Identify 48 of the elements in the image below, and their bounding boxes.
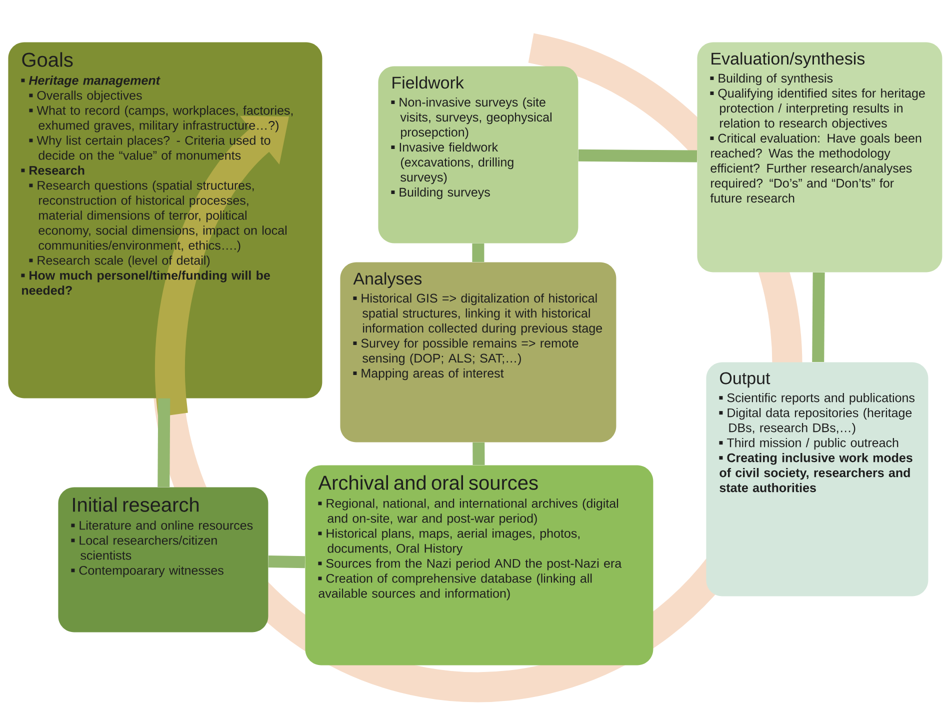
stage-box — [378, 66, 578, 244]
stage-box — [340, 262, 616, 442]
bullet-item: What to record (camps, workplaces, factories, exhumed graves, military infrastructure…?) — [29, 106, 293, 132]
connector-bar — [578, 149, 698, 162]
bullet-item: Research questions (spatial structures, reconstruction of historical processes, material dimensions of terror, political economy, social dimensions, impact on local communities/environment, ethics….) — [29, 180, 286, 252]
bullet-item: Research — [21, 166, 84, 175]
bullet-item: Creating inclusive work modes of civil society, researchers and state authorities — [719, 453, 912, 492]
box-heading: Output — [720, 372, 770, 388]
connector-bar — [812, 272, 825, 362]
bullet-item: Survey for possible remains => remote sensing (DOP; ALS; SAT;…) — [353, 338, 578, 366]
bullet-item: Contempoarary witnesses — [71, 566, 224, 578]
stage-box — [706, 362, 928, 596]
box-heading: Fieldwork — [392, 76, 464, 89]
stage-box — [305, 465, 654, 666]
bullet-item: Digital data repositories (heritage DBs, research DBs,…) — [719, 408, 912, 435]
box-heading: Goals — [22, 52, 73, 67]
box-heading: Initial research — [73, 497, 199, 512]
bullet-item: Why list certain places? - Criteria used to decide on the “value” of monuments — [29, 136, 270, 160]
connector-bar — [472, 442, 485, 466]
bullet-item: Building surveys — [391, 187, 490, 200]
box-heading: Archival and oral sources — [318, 475, 538, 490]
box-heading: Analyses — [353, 272, 422, 288]
bullet-item: How much personel/time/funding will be needed? — [21, 270, 270, 295]
stage-box — [8, 42, 322, 416]
bullet-item: Third mission / public outreach — [719, 438, 898, 450]
box-heading: Evaluation/synthesis — [712, 52, 865, 68]
bullet-item: Heritage management — [21, 76, 160, 88]
stage-box — [697, 42, 942, 272]
bullet-item: Qualifying identified sites for heritage protection / interpreting results in relation to research objectives — [710, 88, 925, 130]
bullet-item: Sources from the Nazi period AND the post-Nazi era — [318, 558, 622, 570]
bullet-item: Research scale (level of detail) — [29, 256, 210, 268]
bullet-item: Scientific reports and publications — [719, 393, 914, 405]
bullet-item: Historical plans, maps, aerial images, photos, documents, Oral History — [318, 528, 580, 556]
bullet-item: Invasive fieldwork (excavations, drilling surveys) — [391, 142, 514, 184]
bullet-item: Creation of comprehensive database (linking all available sources and information) — [318, 574, 592, 600]
bullet-item: Non-invasive surveys (site visits, surveys, geophysical prosepction) — [391, 97, 552, 140]
bullet-item: Building of synthesis — [710, 73, 833, 86]
bullet-item: Critical evaluation: Have goals been reached? Was the methodology efficient? Further research/analyses required? “Do’s” and “Don’ts” for future research — [710, 133, 922, 203]
bullet-item: Mapping areas of interest — [353, 368, 504, 380]
connector-bar — [158, 398, 170, 488]
bullet-item: Literature and online resources — [71, 520, 253, 530]
bullet-item: Overalls objectives — [29, 90, 142, 102]
connector-bar — [472, 243, 484, 262]
connector-bar — [268, 556, 306, 568]
bullet-item: Local researchers/citizen scientists — [71, 536, 217, 560]
stage-box — [58, 487, 268, 632]
bullet-item: Historical GIS => digitalization of historical spatial structures, linking it with historical information collected during previous stage — [353, 293, 602, 336]
bullet-item: Regional, national, and international archives (digital and on-site, war and post-war period) — [318, 498, 618, 526]
